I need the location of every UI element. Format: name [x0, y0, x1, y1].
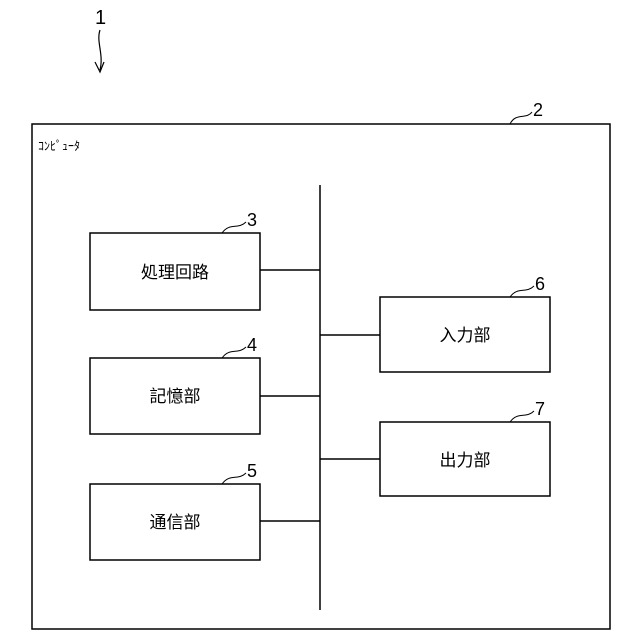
computer-ref-leader — [510, 112, 532, 124]
output-unit-ref-leader — [510, 411, 534, 422]
figure-ref-number: 1 — [95, 7, 106, 29]
output-unit-ref-number: 7 — [535, 399, 545, 419]
input-unit-ref-leader — [510, 286, 534, 297]
storage-unit-ref-number: 4 — [247, 335, 257, 355]
communication-unit-ref-leader — [222, 473, 246, 484]
computer-ref-number: 2 — [533, 100, 543, 120]
communication-unit-ref-number: 5 — [247, 461, 257, 481]
processing-circuit-label: 処理回路 — [141, 263, 209, 283]
input-unit-ref-number: 6 — [535, 274, 545, 294]
figure-leader-arrowhead — [95, 62, 104, 72]
communication-unit-label: 通信部 — [150, 513, 201, 533]
storage-unit-label: 記憶部 — [150, 387, 201, 407]
input-unit-label: 入力部 — [440, 326, 491, 346]
figure-leader-line — [99, 30, 101, 70]
storage-unit-ref-leader — [222, 347, 246, 358]
processing-circuit-ref-number: 3 — [247, 210, 257, 230]
output-unit-label: 出力部 — [440, 451, 491, 471]
computer-label: ｺﾝﾋﾟｭｰﾀ — [38, 139, 80, 153]
computer-frame — [32, 124, 610, 629]
processing-circuit-ref-leader — [222, 222, 246, 233]
